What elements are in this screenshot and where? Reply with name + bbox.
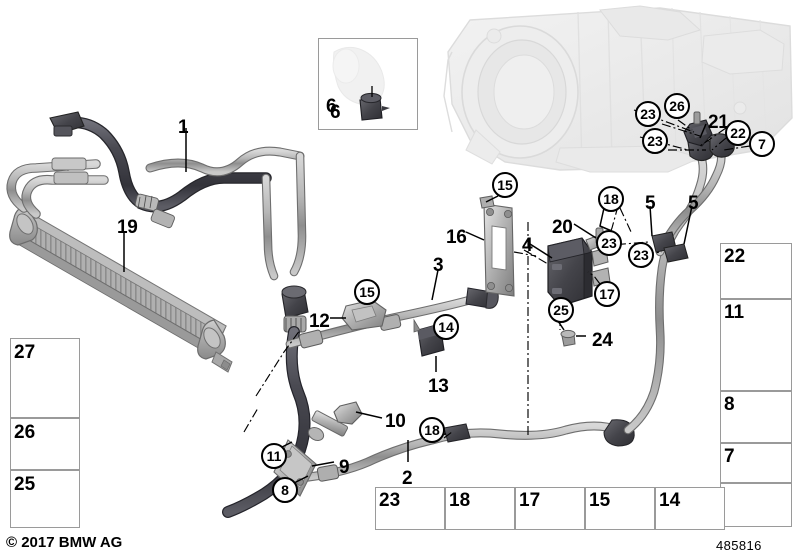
legend-box-15	[585, 487, 655, 530]
hex-bolt-10	[307, 401, 363, 441]
callout-label-1: 1	[178, 117, 189, 138]
oil-cooler-19	[9, 205, 233, 373]
callout-label-24: 24	[592, 330, 613, 351]
oil-line-1	[49, 111, 305, 229]
legend-box-14	[655, 487, 725, 530]
clip-bracket-15b	[341, 289, 387, 331]
callout-circle-23a: 23	[635, 101, 661, 127]
legend-box-arrow-symbol	[720, 483, 792, 527]
oil-line-2	[295, 419, 635, 483]
legend-box-25	[10, 470, 80, 528]
callout-label-2: 2	[402, 468, 413, 489]
callout-label-3: 3	[433, 255, 444, 276]
transmission-housing-ghost	[443, 5, 793, 173]
legend-number-11: 11	[724, 302, 745, 323]
legend-number-17: 17	[519, 490, 541, 511]
legend-box-8	[720, 391, 792, 443]
callout-label-5b: 5	[688, 193, 699, 214]
callout-circle-15b: 15	[354, 279, 380, 305]
callout-label-12: 12	[309, 311, 330, 332]
callout-label-13: 13	[428, 376, 449, 397]
callout-circle-11: 11	[261, 443, 287, 469]
callout-label-4: 4	[522, 235, 533, 256]
callout-circle-18a: 18	[598, 186, 624, 212]
callout-circle-15a: 15	[492, 172, 518, 198]
legend-number-15: 15	[589, 490, 611, 511]
legend-number-26: 26	[14, 422, 36, 443]
callout-circle-23d: 23	[628, 242, 654, 268]
callout-label-10: 10	[385, 411, 406, 432]
callout-label-16: 16	[446, 227, 467, 248]
callout-label-19: 19	[117, 217, 138, 238]
callout-label-6: 6	[330, 102, 341, 123]
callout-label-20: 20	[552, 217, 573, 238]
legend-number-22: 22	[724, 246, 746, 267]
oil-line-3	[285, 285, 499, 349]
callout-circle-23b: 23	[642, 128, 668, 154]
legend-number-7: 7	[724, 446, 735, 467]
thermostat-part-6	[359, 86, 390, 121]
callout-label-5a: 5	[645, 193, 656, 214]
callout-circle-17: 17	[594, 281, 620, 307]
legend-box-11	[720, 299, 792, 391]
callout-circle-26: 26	[664, 93, 690, 119]
detail-box-label-6: 6	[326, 96, 337, 117]
legend-number-8: 8	[724, 394, 735, 415]
legend-box-26	[10, 418, 80, 470]
legend-box-17	[515, 487, 585, 530]
diagram-part-number: 485816	[716, 538, 762, 553]
legend-box-22	[720, 243, 792, 299]
callout-circle-14: 14	[433, 314, 459, 340]
callout-circle-18b: 18	[419, 417, 445, 443]
legend-box-27	[10, 338, 80, 418]
callout-circle-23c: 23	[596, 230, 622, 256]
callout-label-9: 9	[339, 457, 350, 478]
legend-number-18: 18	[449, 490, 471, 511]
callout-label-21: 21	[708, 112, 729, 133]
callout-circle-22: 22	[725, 120, 751, 146]
holder-bracket-16	[479, 195, 515, 297]
callout-circle-8: 8	[272, 477, 298, 503]
legend-box-23	[375, 487, 445, 530]
legend-number-14: 14	[659, 490, 681, 511]
detail-callout-box-6	[318, 38, 418, 130]
legend-box-18	[445, 487, 515, 530]
legend-number-25: 25	[14, 474, 36, 495]
copyright-notice: © 2017 BMW AG	[6, 534, 123, 551]
legend-number-27: 27	[14, 342, 36, 363]
cooler-pipes-left	[6, 157, 109, 219]
callout-circle-25: 25	[548, 297, 574, 323]
callout-circle-7: 7	[749, 131, 775, 157]
legend-box-7	[720, 443, 792, 483]
legend-number-23: 23	[379, 490, 401, 511]
